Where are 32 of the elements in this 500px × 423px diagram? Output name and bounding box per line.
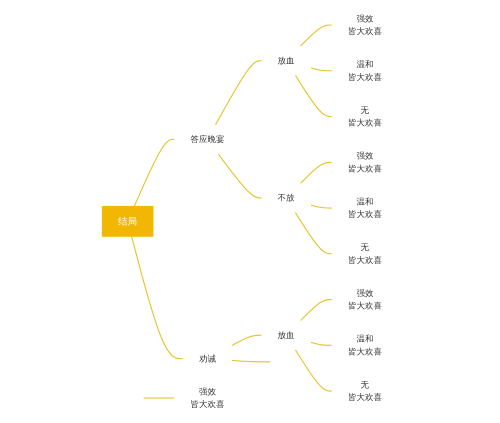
connector <box>310 342 332 346</box>
connector <box>134 138 174 206</box>
connector <box>218 153 262 198</box>
connector <box>214 60 262 126</box>
node-text: 温和 皆大欢喜 <box>348 196 382 220</box>
node-text: 放血 <box>278 55 295 66</box>
node-text: 温和 皆大欢喜 <box>348 59 382 82</box>
node-text: 无 皆大欢喜 <box>348 104 382 128</box>
node-text: 强效 皆大欢喜 <box>190 386 224 410</box>
connector <box>144 397 174 399</box>
node-text: 答应晚宴 <box>190 134 224 144</box>
node-text: 无 皆大欢喜 <box>348 242 382 265</box>
connector <box>300 162 332 184</box>
connector <box>232 360 270 362</box>
connector <box>294 349 332 392</box>
connector <box>310 67 332 72</box>
connector <box>294 74 332 118</box>
node-text: 不放 <box>278 192 295 203</box>
connector <box>232 334 262 346</box>
node-text: 无 皆大欢喜 <box>348 379 382 402</box>
node-box: 结局 <box>102 206 154 237</box>
node-text: 温和 皆大欢喜 <box>348 334 382 356</box>
connector <box>294 212 332 254</box>
connector <box>300 24 332 47</box>
connector <box>300 299 332 322</box>
node-text: 劝诫 <box>198 353 216 364</box>
node-text: 放血 <box>278 330 295 340</box>
node-text: 强效 皆大欢喜 <box>348 288 382 311</box>
node-text: 强效 皆大欢喜 <box>348 13 382 36</box>
connector <box>131 236 183 360</box>
node-text: 强效 皆大欢喜 <box>348 150 382 174</box>
connector <box>310 204 332 209</box>
